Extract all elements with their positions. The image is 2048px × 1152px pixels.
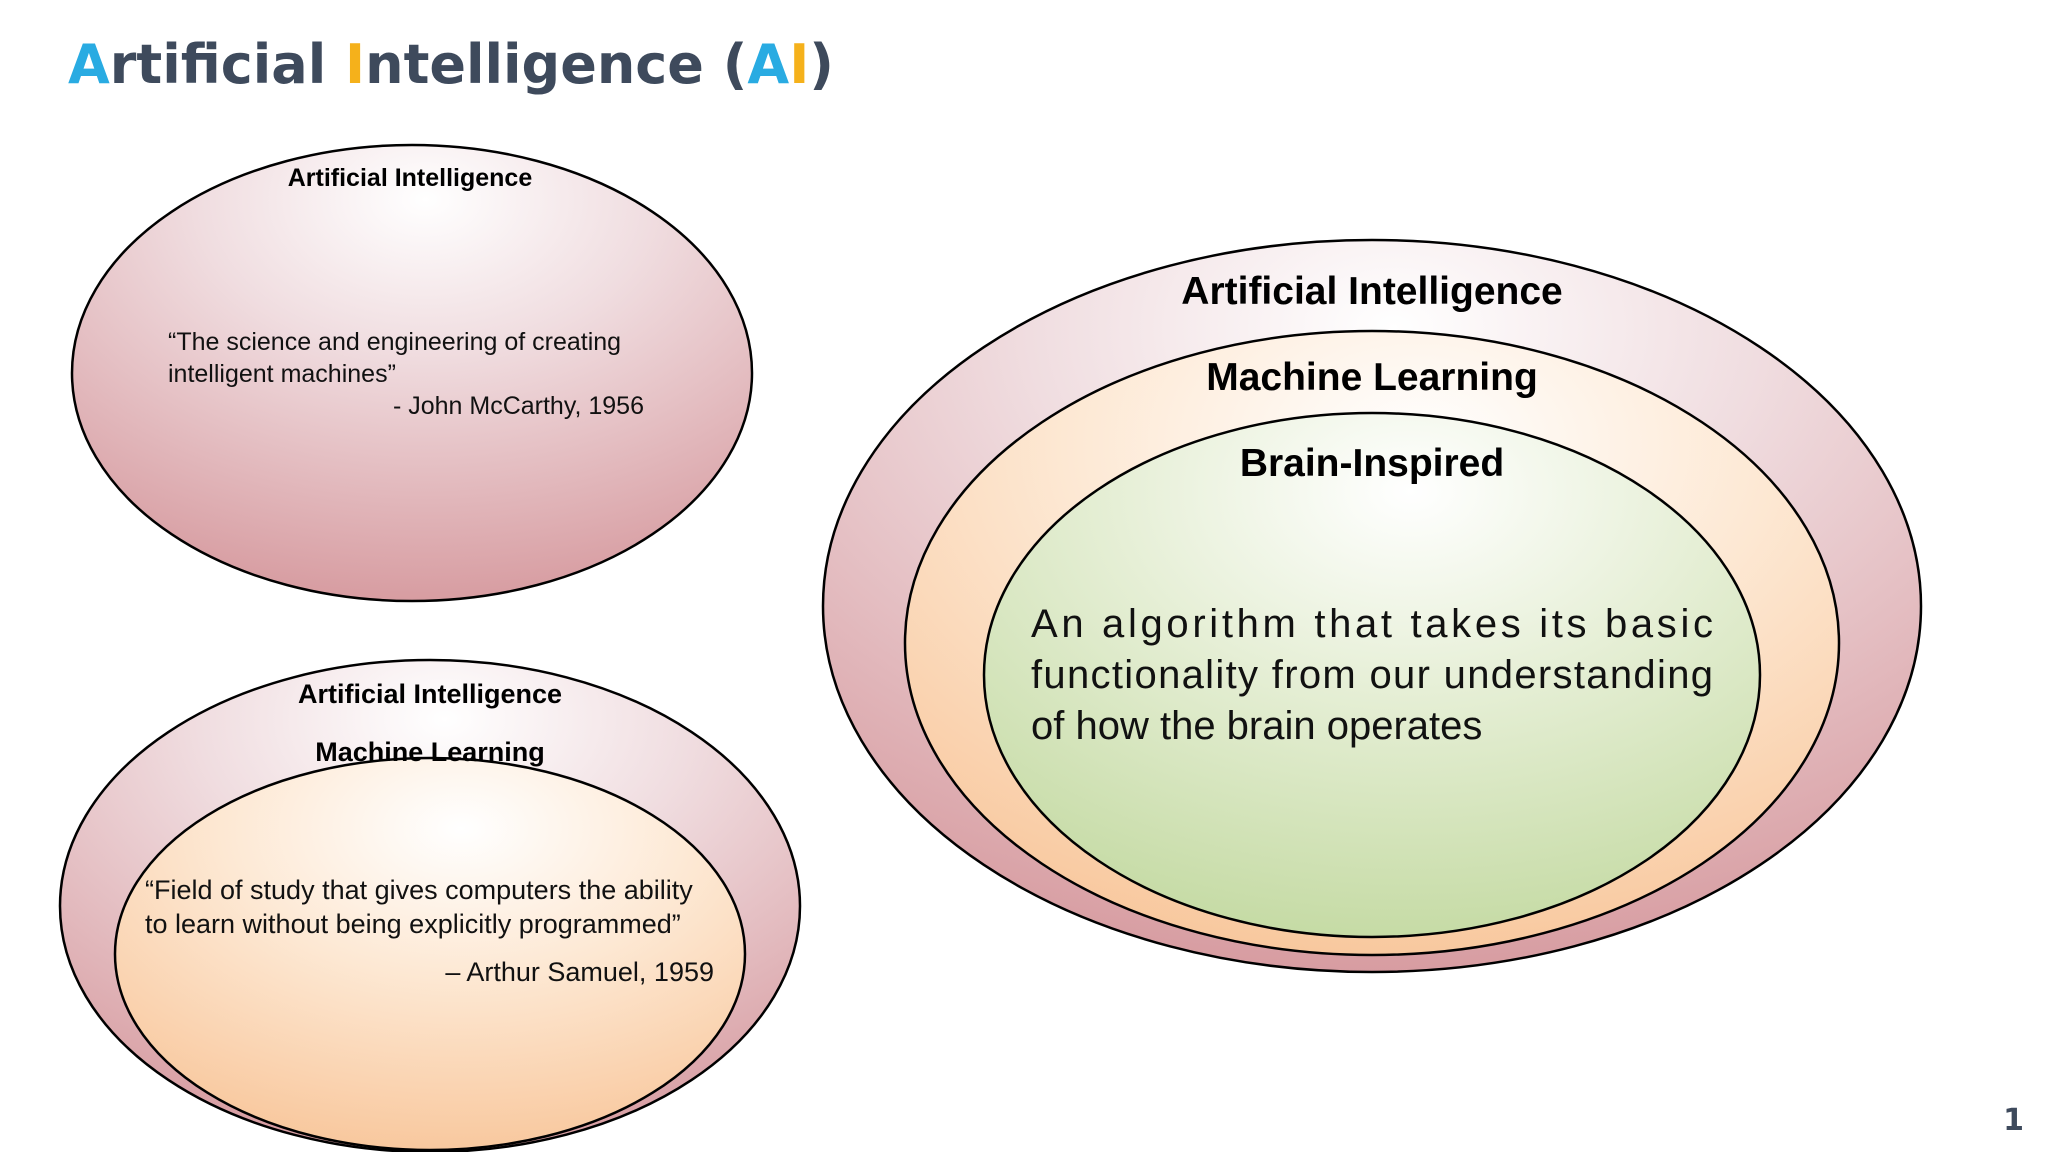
diagram-ai-definition: Artificial Intelligence “The science and… — [70, 143, 754, 603]
quote-line-1: “Field of study that gives computers the… — [145, 875, 693, 905]
brain-inner-ellipse — [982, 411, 1762, 939]
title-part: ) — [809, 33, 834, 96]
title-part: A — [68, 33, 110, 96]
title-part: I — [789, 33, 810, 96]
ml-label: Machine Learning — [315, 737, 545, 767]
title-part: ntelligence ( — [365, 33, 748, 96]
diagram-ml-definition: Artificial Intelligence Machine Learning… — [58, 658, 802, 1152]
description-line-2: functionality from our understanding — [1031, 653, 1713, 697]
quote-attribution: – Arthur Samuel, 1959 — [445, 957, 714, 987]
quote-attribution: - John McCarthy, 1956 — [393, 392, 644, 420]
ai-label: Artificial Intelligence — [298, 679, 562, 709]
title-part: rtificial — [109, 33, 346, 96]
quote-line-1: “The science and engineering of creating — [168, 328, 621, 356]
page-number: 1 — [2003, 1103, 2024, 1138]
ml-inner-ellipse — [113, 756, 747, 1152]
quote-line-2: to learn without being explicitly progra… — [145, 909, 681, 939]
title-part: I — [345, 33, 366, 96]
ai-label: Artificial Intelligence — [288, 164, 533, 192]
description-line-3: of how the brain operates — [1031, 704, 1482, 748]
diagram-brain-inspired: Artificial Intelligence Machine Learning… — [821, 238, 1923, 974]
description-line-1: An algorithm that takes its basic — [1031, 602, 1713, 646]
ai-ellipse — [70, 143, 754, 603]
ai-label: Artificial Intelligence — [1181, 270, 1562, 313]
quote-line-2: intelligent machines” — [168, 360, 396, 388]
brain-inspired-label: Brain-Inspired — [1240, 442, 1504, 485]
title-part: A — [747, 33, 790, 96]
slide-title: Artificial Intelligence (AI) — [68, 28, 834, 102]
ml-label: Machine Learning — [1206, 356, 1538, 399]
